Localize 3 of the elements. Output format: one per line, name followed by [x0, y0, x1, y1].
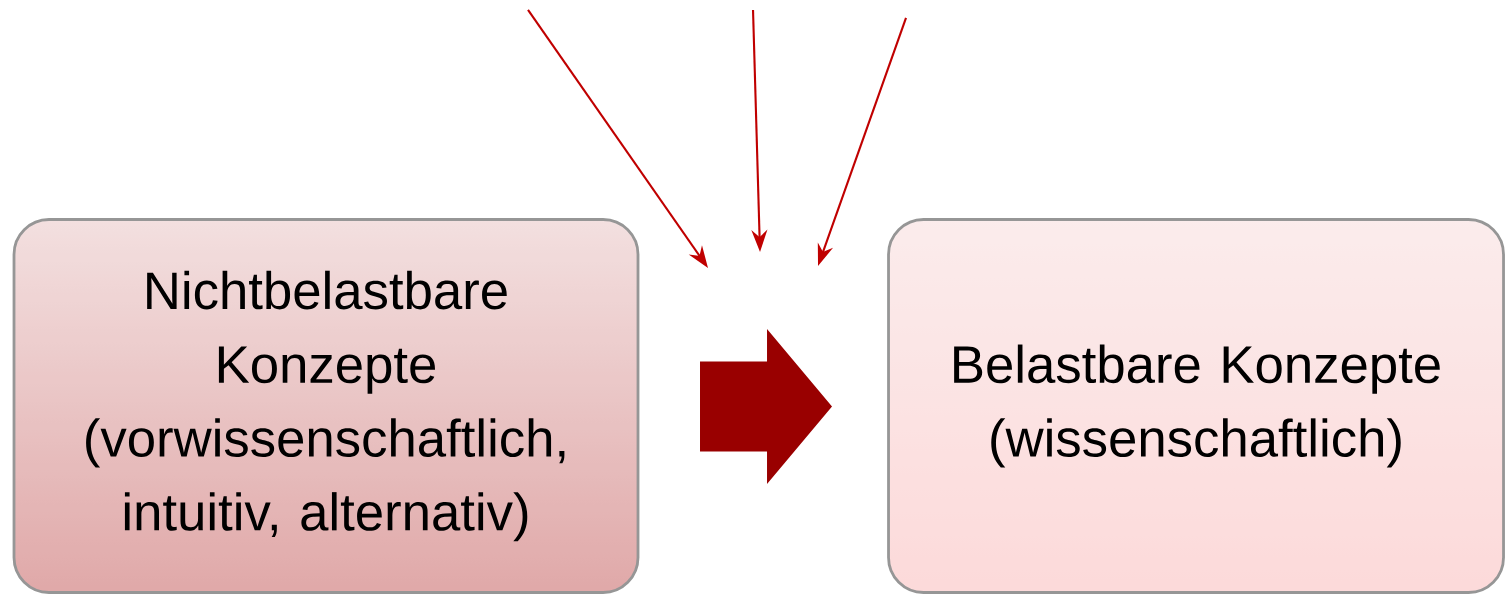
block-arrow [700, 329, 832, 484]
concept-box: Belastbare Konzepte (wissenschaftlich) [887, 218, 1505, 594]
concept-box: Nichtbelastbare Konzepte (vorwissenschaftlich, intuitiv, alternativ) [12, 218, 640, 594]
